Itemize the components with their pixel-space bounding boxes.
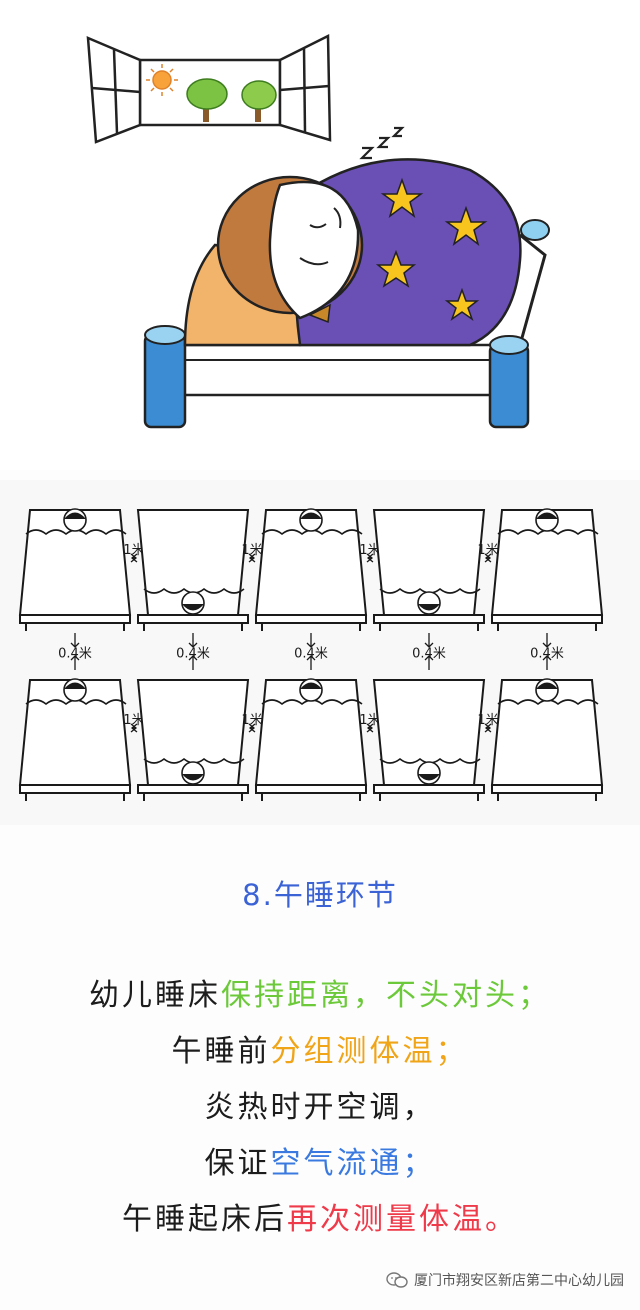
distance-label-horizontal: 1米 [241, 543, 262, 558]
distance-label-vertical: 0.4米 [58, 647, 92, 662]
bed-rail [19, 614, 131, 624]
bed-spacing-diagram: 1米 1米 1米 1米 1米 1米 1米 1米 0.4米 0.4米 0.4米 0.4米 0.4米 [0, 480, 640, 825]
child-face-icon [181, 761, 205, 785]
bed-rail [137, 784, 249, 794]
child-face-icon [417, 591, 441, 615]
arrow-head [130, 553, 138, 563]
arrow-head [484, 723, 492, 733]
child-face-icon [299, 508, 323, 532]
arrow-head [130, 723, 138, 733]
arrow-head [248, 723, 256, 733]
arrow-head [188, 655, 198, 661]
arrow-head [484, 553, 492, 563]
child-face-icon [299, 678, 323, 702]
wechat-icon [386, 1272, 408, 1288]
child-hair [418, 604, 440, 611]
child-face-icon [63, 508, 87, 532]
bed-rail [373, 614, 485, 624]
zzz-icon [359, 126, 405, 160]
instruction-highlight: 再次测量体温。 [287, 1202, 518, 1237]
distance-label-horizontal: 1米 [477, 713, 498, 728]
child-hair [418, 774, 440, 781]
sun-icon [146, 64, 178, 96]
arrow-head [484, 723, 492, 733]
child-head [216, 175, 364, 324]
arrow-head [248, 553, 256, 563]
child-hair [182, 774, 204, 781]
child-hair [300, 512, 322, 519]
sleeping-child-illustration [0, 0, 640, 470]
arrow-head [70, 642, 80, 648]
instruction-line-1: 幼儿睡床保持距离，不头对头； [0, 968, 640, 1024]
distance-label-horizontal: 1米 [477, 543, 498, 558]
arrow-head [130, 723, 138, 733]
instruction-text: 午睡前 [171, 1034, 271, 1069]
instruction-line-2: 午睡前分组测体温； [0, 1024, 640, 1080]
arrow-head [130, 553, 138, 563]
distance-label-vertical: 0.4米 [412, 647, 446, 662]
distance-label-vertical: 0.4米 [176, 647, 210, 662]
arrow-head [70, 655, 80, 661]
bed-rail [137, 614, 249, 624]
bed-spacing-svg: 1米 1米 1米 1米 1米 1米 1米 1米 0.4米 0.4米 0.4米 0.4米 0.4米 [18, 508, 604, 801]
child-hair [536, 682, 558, 689]
arrow-head [366, 723, 374, 733]
child-face-icon [63, 678, 87, 702]
illustration-svg [86, 33, 550, 429]
arrow-head [248, 553, 256, 563]
tree-icon [186, 78, 277, 122]
arrow-head [188, 642, 198, 648]
arrow-head [542, 655, 552, 661]
bed-rail [255, 784, 367, 794]
instruction-highlight: 空气流通； [270, 1146, 436, 1181]
child-face-icon [417, 761, 441, 785]
arrow-head [424, 655, 434, 661]
instruction-line-4: 保证空气流通； [0, 1136, 640, 1192]
distance-label-horizontal: 1米 [359, 713, 380, 728]
instruction-text: 炎热时开空调， [204, 1090, 436, 1125]
distance-label-horizontal: 1米 [241, 713, 262, 728]
child-hair [300, 682, 322, 689]
distance-label-vertical: 0.4米 [294, 647, 328, 662]
arrow-head [484, 553, 492, 563]
arrow-head [424, 642, 434, 648]
distance-label-horizontal: 1米 [123, 713, 144, 728]
instruction-text: 保证 [204, 1146, 271, 1181]
child-hair [64, 512, 86, 519]
instruction-text: 午睡起床后 [122, 1202, 287, 1237]
section-title: 8.午睡环节 [242, 878, 398, 912]
arrow-head [366, 723, 374, 733]
arrow-head [366, 553, 374, 563]
child-face-icon [181, 591, 205, 615]
account-watermark: 厦门市翔安区新店第二中心幼儿园 [386, 1268, 624, 1292]
arrow-head [306, 642, 316, 648]
instruction-line-5: 午睡起床后再次测量体温。 [0, 1192, 640, 1248]
distance-label-horizontal: 1米 [123, 543, 144, 558]
bed-icon [143, 219, 550, 429]
instruction-highlight: 保持距离，不头对头； [221, 978, 551, 1013]
child-hair [536, 512, 558, 519]
instruction-lines: 幼儿睡床保持距离，不头对头； 午睡前分组测体温； 炎热时开空调， 保证空气流通；… [0, 968, 640, 1248]
watermark-text: 厦门市翔安区新店第二中心幼儿园 [414, 1273, 624, 1289]
child-hair [182, 604, 204, 611]
distance-label-horizontal: 1米 [359, 543, 380, 558]
arrow-head [366, 553, 374, 563]
bed-rail [373, 784, 485, 794]
arrow-head [306, 655, 316, 661]
bed-rail [491, 784, 603, 794]
arrow-head [248, 723, 256, 733]
arrow-head [542, 642, 552, 648]
star-icon [375, 177, 488, 321]
bed-rail [19, 784, 131, 794]
child-face-icon [535, 508, 559, 532]
bed-rail [255, 614, 367, 624]
instruction-line-3: 炎热时开空调， [0, 1080, 640, 1136]
bed-rail [491, 614, 603, 624]
distance-label-vertical: 0.4米 [530, 647, 564, 662]
child-face-icon [535, 678, 559, 702]
instruction-text: 幼儿睡床 [89, 978, 221, 1013]
child-hair [64, 682, 86, 689]
instruction-highlight: 分组测体温； [270, 1034, 469, 1069]
